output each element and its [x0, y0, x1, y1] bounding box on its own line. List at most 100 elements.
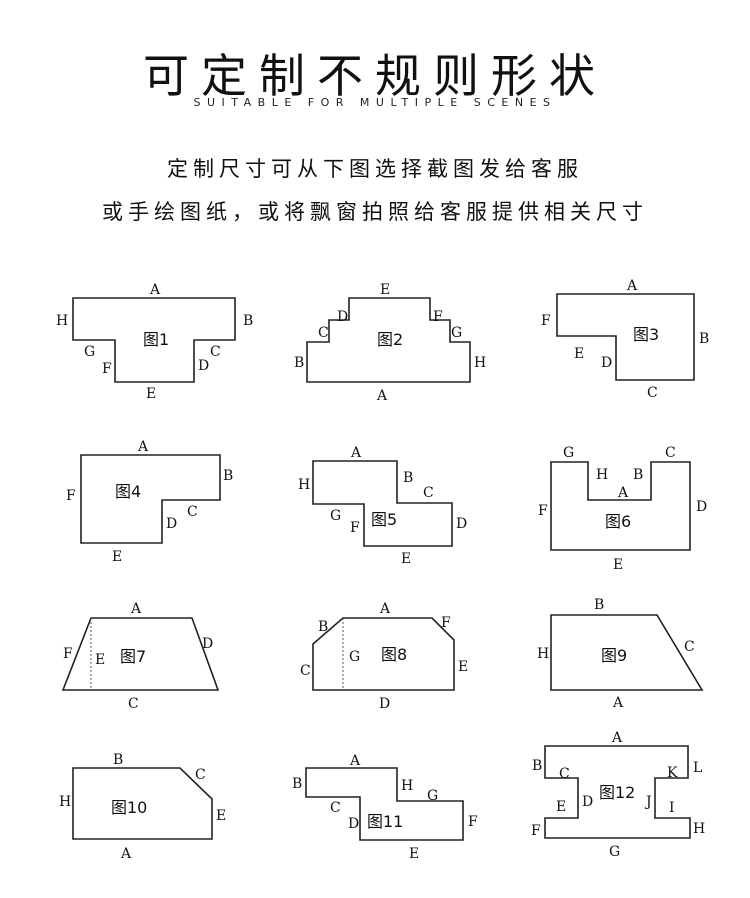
figure-11-label-e: E [409, 846, 419, 862]
figure-8-label-a: A [379, 601, 391, 617]
figure-3: 图3 A B C D E F [541, 278, 709, 401]
figure-2-label-c: C [318, 325, 329, 341]
figure-5-label-g: G [330, 508, 341, 524]
figure-11: 图11 A B C D E F G H [292, 753, 478, 862]
figure-10: 图10 A B C E H [59, 752, 226, 862]
figure-5-label-d: D [456, 516, 467, 532]
figure-12-label-b: B [532, 758, 542, 774]
figure-2-label-b: B [294, 355, 304, 371]
figure-11-label-g: G [427, 788, 438, 804]
figure-3-label-f: F [541, 313, 551, 329]
figure-10-outline [72, 767, 213, 840]
figure-5-outline [312, 460, 453, 547]
figure-4-title: 图4 [115, 482, 141, 501]
figure-9-label-h: H [537, 646, 549, 662]
figure-4-label-d: D [166, 516, 177, 532]
figure-12: 图12 A B C D E F G H I J K L [531, 730, 705, 860]
figure-3-label-d: D [601, 355, 612, 371]
figure-9: 图9 A B C H [537, 597, 704, 711]
figure-2-label-h: H [474, 355, 486, 371]
figure-12-label-a: A [611, 730, 623, 746]
figure-5-label-b: B [403, 470, 413, 486]
figure-7-label-d: D [202, 636, 213, 652]
figure-5-label-e: E [401, 551, 411, 567]
figure-3-label-c: C [647, 385, 658, 401]
figure-7: 图7 A C D E F [61, 601, 220, 712]
figure-2: 图2 A B C D E F G H [294, 282, 486, 404]
figure-10-label-a: A [120, 846, 132, 862]
figure-12-label-d: D [582, 794, 593, 810]
figure-8-label-e: E [458, 659, 468, 675]
figure-11-label-c: C [330, 800, 341, 816]
figure-11-title: 图11 [367, 812, 403, 831]
figure-7-label-e: E [95, 652, 105, 668]
figure-2-outline [306, 297, 471, 383]
figure-8-label-f: F [441, 615, 451, 631]
figure-1-title: 图1 [143, 330, 169, 349]
figure-5-label-c: C [423, 485, 434, 501]
figure-1-label-b: B [243, 313, 253, 329]
figure-4-label-c: C [187, 504, 198, 520]
page-title: 可定制不规则形状 [143, 49, 607, 103]
figure-8: 图8 A B C D E F G [300, 601, 468, 712]
figure-9-title: 图9 [601, 646, 627, 665]
figure-7-outline [61, 617, 220, 691]
figure-6-label-h: H [596, 467, 608, 483]
figure-8-label-c: C [300, 663, 311, 679]
figure-11-label-a: A [349, 753, 361, 769]
figure-4-label-a: A [137, 439, 149, 455]
figure-6-label-a: A [617, 485, 629, 501]
figure-5-label-h: H [298, 477, 310, 493]
figure-2-label-a: A [376, 388, 388, 404]
figure-3-label-b: B [699, 331, 709, 347]
figure-2-label-d: D [337, 309, 348, 325]
figure-2-label-g: G [451, 325, 462, 341]
figure-10-label-e: E [216, 808, 226, 824]
figure-12-label-h: H [693, 821, 705, 837]
figure-6-label-g: G [563, 445, 574, 461]
figure-12-label-c: C [559, 766, 570, 782]
figure-1-label-c: C [210, 344, 221, 360]
figure-9-outline [550, 614, 704, 691]
figure-8-title: 图8 [381, 645, 407, 664]
figure-1: 图1 A B C D E F G H [56, 282, 253, 402]
figure-1-label-h: H [56, 313, 68, 329]
figure-12-outline [544, 745, 691, 839]
figure-12-label-e: E [556, 799, 566, 815]
instruction-line-2: 或手绘图纸，或将飘窗拍照给客服提供相关尺寸 [102, 200, 648, 224]
figure-8-label-b: B [318, 619, 328, 635]
figure-6-label-e: E [613, 557, 623, 573]
figure-11-label-h: H [401, 778, 413, 794]
figure-5: 图5 A B C D E F G H [298, 445, 467, 567]
figure-6-title: 图6 [605, 512, 631, 531]
figure-12-label-l: L [693, 760, 702, 776]
figure-5-label-a: A [350, 445, 362, 461]
figure-11-label-f: F [468, 814, 478, 830]
figure-12-label-g: G [609, 844, 620, 860]
figure-1-label-a: A [149, 282, 161, 298]
figure-6: 图6 A B C D E F G H [538, 445, 707, 573]
figure-7-label-c: C [128, 696, 139, 712]
figure-11-outline [305, 767, 464, 841]
figure-1-label-f: F [102, 361, 112, 377]
figure-8-label-d: D [379, 696, 390, 712]
figure-12-label-i: I [669, 800, 675, 816]
figure-7-label-f: F [63, 646, 73, 662]
figure-1-label-g: G [84, 344, 95, 360]
figure-12-title: 图12 [599, 783, 635, 802]
figure-4: 图4 A B C D E F [66, 439, 233, 565]
figure-5-title: 图5 [371, 510, 397, 529]
figure-2-label-f: F [433, 309, 443, 325]
figure-1-label-d: D [198, 358, 209, 374]
figure-11-label-d: D [348, 816, 359, 832]
figure-8-label-g: G [349, 649, 360, 665]
figure-3-outline [556, 293, 695, 381]
figure-9-label-b: B [594, 597, 604, 613]
figure-6-label-f: F [538, 503, 548, 519]
figure-3-title: 图3 [633, 325, 659, 344]
figure-11-label-b: B [292, 776, 302, 792]
figure-4-outline [80, 454, 221, 544]
figure-9-label-a: A [612, 695, 624, 711]
figure-10-title: 图10 [111, 798, 147, 817]
